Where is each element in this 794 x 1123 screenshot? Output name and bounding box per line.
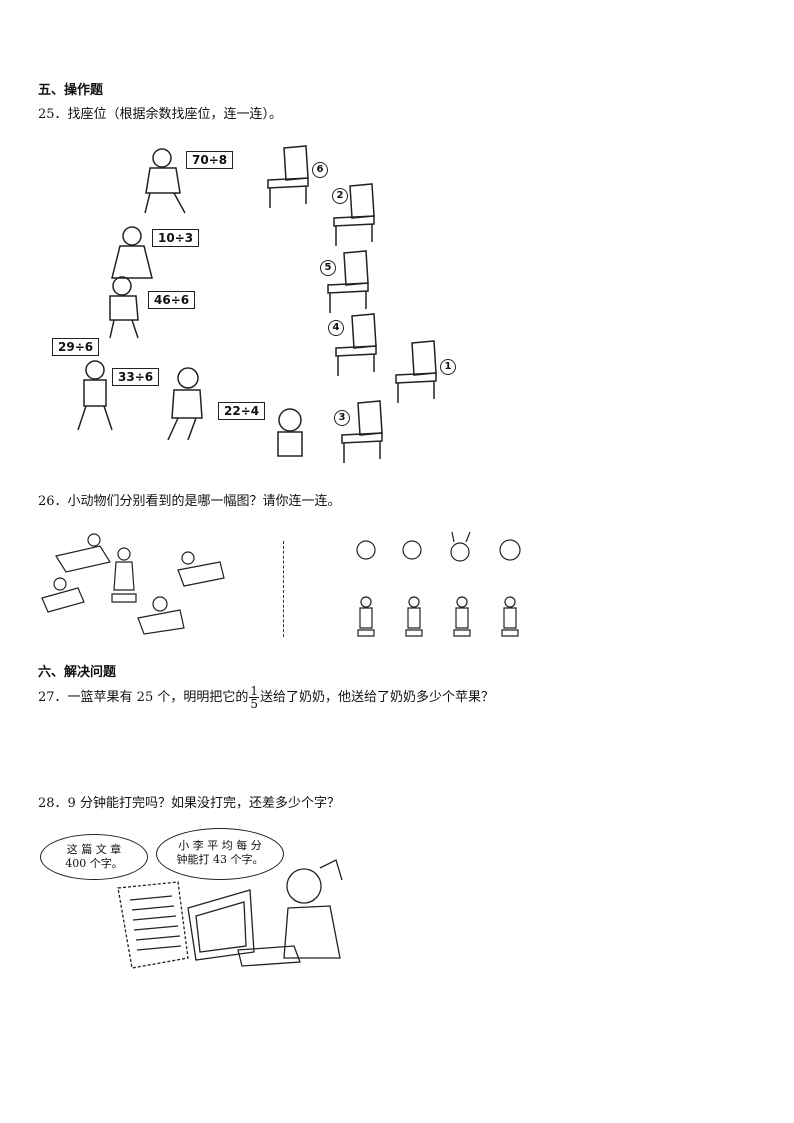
kid-label-4: 29÷6 [52, 338, 100, 356]
officer-view-2 [405, 596, 423, 637]
animal-view-1 [356, 540, 376, 560]
kid-label-6: 22÷4 [218, 402, 266, 420]
section-title-6: 六、解决问题 [38, 665, 117, 680]
kids-and-chairs-illustration [77, 145, 437, 463]
chair-number-2: 2 [332, 188, 348, 204]
animal-view-3 [450, 542, 470, 562]
view-options-figure [350, 530, 530, 650]
animals-around-figure [38, 528, 238, 648]
bubble-right-line-2: 钟能打 43 个字。 [176, 853, 264, 866]
bubble-left-line-1: 这 篇 文 章 [66, 843, 122, 856]
keyboard [237, 945, 301, 967]
paper-document [117, 881, 189, 969]
chair-6 [267, 145, 309, 208]
question-27-suffix: 送给了奶奶，他送给了奶奶多少个苹果？ [260, 690, 495, 705]
fraction-numerator: 1 [249, 684, 259, 698]
bubble-right-line-1: 小 李 平 均 每 分 [178, 839, 262, 852]
kid-label-5: 33÷6 [112, 368, 160, 386]
question-27-prefix: 27．一篮苹果有 25 个，明明把它的 [38, 690, 249, 705]
question-26: 26．小动物们分别看到的是哪一幅图？请你连一连。 [38, 494, 341, 509]
officer-view-4 [501, 596, 519, 637]
seat-matching-figure: 70÷8 10÷3 46÷6 29÷6 33÷6 22÷4 6 2 5 4 1 … [40, 138, 470, 468]
girl-head [286, 868, 322, 904]
animal-view-2 [402, 540, 422, 560]
speech-bubble-left: 这 篇 文 章 400 个字。 [40, 834, 148, 880]
kid-label-3: 46÷6 [148, 291, 196, 309]
kid-1-figure [152, 148, 172, 168]
animal-view-4 [499, 539, 521, 561]
chair-2 [333, 183, 375, 246]
chair-number-4: 4 [328, 320, 344, 336]
monitor [187, 889, 255, 961]
officer-view-3 [453, 596, 471, 637]
kid-label-1: 70÷8 [186, 151, 234, 169]
question-25: 25．找座位（根据余数找座位，连一连）。 [38, 107, 283, 122]
officer-view-1 [357, 596, 375, 637]
bubble-left-line-2: 400 个字。 [65, 857, 123, 870]
girl-at-computer-illustration [117, 859, 343, 969]
views-illustration [356, 531, 521, 637]
section-title-5: 五、操作题 [38, 83, 104, 98]
chair-number-6: 6 [312, 162, 328, 178]
kid-label-2: 10÷3 [152, 229, 200, 247]
chair-number-1: 1 [440, 359, 456, 375]
animals-in-cars-illustration [41, 533, 225, 635]
chair-4 [335, 313, 377, 376]
typing-figure: 这 篇 文 章 400 个字。 小 李 平 均 每 分 钟能打 43 个字。 [38, 828, 358, 978]
chair-number-3: 3 [334, 410, 350, 426]
chair-number-5: 5 [320, 260, 336, 276]
fraction-denominator: 5 [250, 697, 258, 711]
question-28: 28．9 分钟能打完吗？如果没打完，还差多少个字？ [38, 796, 340, 811]
chair-3 [341, 400, 383, 463]
chair-1 [395, 340, 437, 403]
divider-line [283, 541, 284, 637]
speech-bubble-right: 小 李 平 均 每 分 钟能打 43 个字。 [156, 828, 284, 880]
chair-5 [327, 250, 369, 313]
